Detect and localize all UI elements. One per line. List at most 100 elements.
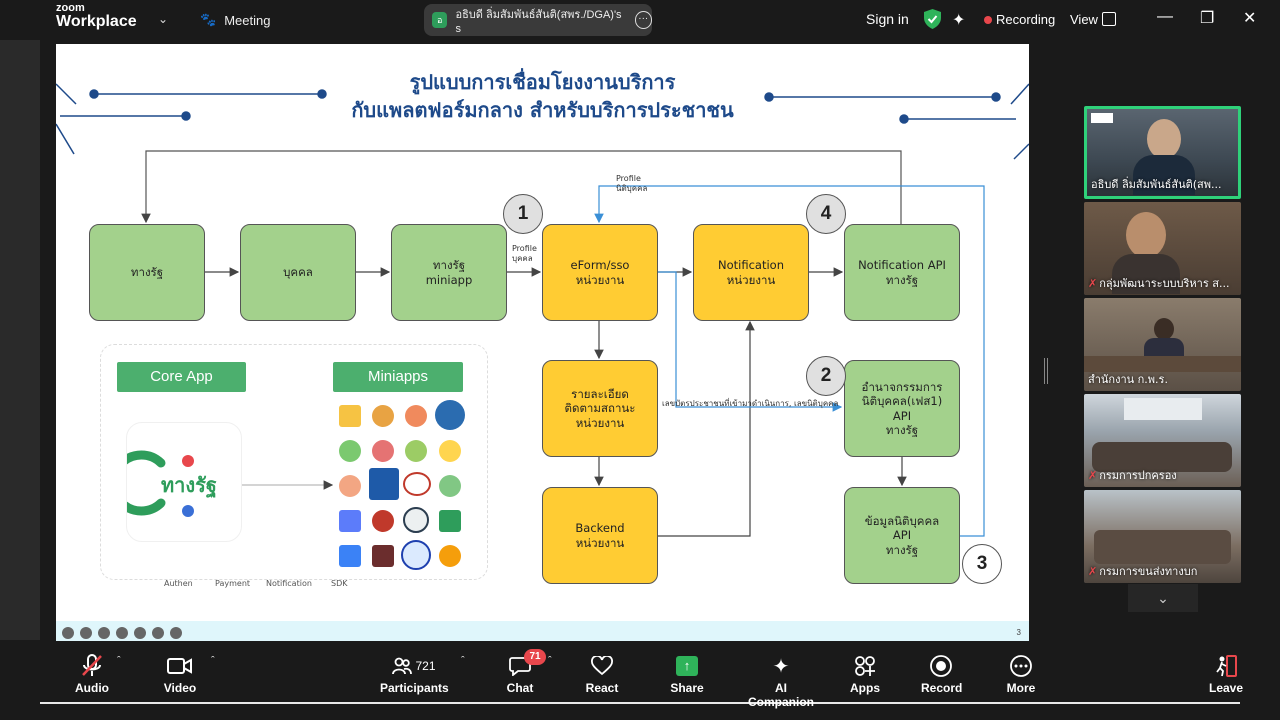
camera-icon[interactable]	[134, 627, 146, 639]
close-icon[interactable]: ✕	[1243, 10, 1257, 27]
audio-button[interactable]: Audio	[72, 651, 112, 695]
node-miniapp-label2: miniapp	[425, 272, 473, 287]
slide-navigation-tools[interactable]	[62, 627, 182, 639]
annotation-profile-mid-l1: Profile	[512, 244, 537, 253]
node-miniapp: ทางรัฐ miniapp	[391, 224, 507, 321]
node-bukkhon-label: บุคคล	[283, 265, 313, 280]
video-tile-1[interactable]: อธิบดี ลิ่มสัมพันธ์สันติ(สพ...	[1084, 106, 1241, 199]
node-eform-label2: หน่วยงาน	[575, 272, 625, 287]
meeting-toolbar: Audio ˆ Video ˆ 721 Participants ˆ Chat …	[0, 641, 1280, 720]
participants-options-caret[interactable]: ˆ	[461, 655, 465, 667]
view-grid-icon[interactable]	[1102, 12, 1116, 26]
view-button[interactable]: View	[1070, 12, 1098, 27]
more-options-icon[interactable]: ···	[634, 11, 652, 29]
node-bukkhon: บุคคล	[240, 224, 356, 321]
react-button[interactable]: React	[583, 651, 621, 695]
recording-dot-icon	[984, 16, 992, 24]
zoom-workplace-logo[interactable]: zoom Workplace	[56, 3, 137, 30]
tangrat-logo: ทางรัฐ	[108, 422, 242, 542]
leave-button[interactable]: Leave	[1208, 651, 1244, 695]
worker-icon	[339, 475, 361, 497]
more-button[interactable]: More	[1004, 651, 1038, 695]
minimize-icon[interactable]: —	[1157, 8, 1173, 25]
participant-name: อธิบดี ลิ่มสัมพันธ์สันติ(สพ...	[1091, 178, 1222, 191]
video-tile-3[interactable]: สำนักงาน ก.พ.ร.	[1084, 298, 1241, 391]
sun-icon	[439, 545, 461, 567]
step-number-1: 1	[503, 194, 543, 234]
chat-options-caret[interactable]: ˆ	[548, 655, 552, 667]
leave-icon	[1208, 651, 1244, 681]
video-feed	[1084, 202, 1241, 295]
participants-label: Participants	[380, 681, 449, 695]
node-authority-label4: ทางรัฐ	[885, 422, 919, 437]
meeting-menu[interactable]: 🐾 Meeting	[200, 12, 270, 28]
node-juristic-api: ข้อมูลนิติบุคคล API ทางรัฐ	[844, 487, 960, 584]
footer-label-payment: Payment	[215, 579, 251, 588]
annotation-profile-top-l1: Profile	[616, 174, 641, 183]
muted-mic-icon: ✗	[1088, 277, 1098, 290]
share-button[interactable]: ↑ Share	[669, 651, 705, 695]
node-detail-tracking: รายละเอียด ติดตามสถานะ หน่วยงาน	[542, 360, 658, 457]
helper-icon	[405, 405, 427, 427]
more-tools-icon[interactable]	[152, 627, 164, 639]
node-tangrat-label: ทางรัฐ	[130, 265, 164, 280]
video-tile-2[interactable]: ✗กลุ่มพัฒนาระบบบริหาร ส...	[1084, 202, 1241, 295]
video-feed	[1087, 109, 1238, 196]
step-number-3: 3	[962, 544, 1002, 584]
screen-share-title[interactable]: อ อธิบดี ลิ่มสัมพันธ์สันติ(สพร./DGA)'s s…	[424, 4, 652, 36]
brand-small: zoom	[56, 2, 85, 14]
panel-resize-handle[interactable]	[1044, 358, 1048, 384]
miniapps-tag: Miniapps	[333, 362, 463, 392]
apps-icon	[848, 651, 882, 681]
prev-slide-icon[interactable]	[62, 627, 74, 639]
node-notification: Notification หน่วยงาน	[693, 224, 809, 321]
chat-unread-badge: 71	[524, 649, 546, 665]
slide-title-line1: รูปแบบการเชื่อมโยงงานบริการ	[409, 70, 676, 94]
check-icon	[405, 440, 427, 462]
record-icon	[921, 651, 961, 681]
core-app-tag: Core App	[117, 362, 246, 392]
chevron-down-icon[interactable]: ⌄	[158, 12, 169, 26]
pen-icon[interactable]	[80, 627, 92, 639]
participants-icon: 721	[380, 651, 448, 681]
video-tile-4[interactable]: ✗กรมการปกครอง	[1084, 394, 1241, 487]
node-eform: eForm/sso หน่วยงาน	[542, 224, 658, 321]
zoom-icon[interactable]	[98, 627, 110, 639]
record-button[interactable]: Record	[921, 651, 962, 695]
node-notification-api: Notification API ทางรัฐ	[844, 224, 960, 321]
node-authority-label2: นิติบุคคล(เฟส1)	[861, 394, 943, 409]
participants-button[interactable]: 721 Participants	[380, 651, 449, 695]
ai-companion-icon: ✦	[772, 655, 790, 678]
node-detail-label3: หน่วยงาน	[575, 415, 625, 430]
recording-label: Recording	[996, 12, 1056, 27]
flag-icon	[339, 545, 361, 567]
core-app-panel	[100, 344, 488, 580]
sharer-avatar: อ	[432, 12, 448, 28]
document-icon	[339, 440, 361, 462]
sign-in-button[interactable]: Sign in	[866, 11, 909, 27]
heart-icon	[583, 651, 621, 681]
node-backend-label1: Backend	[575, 521, 625, 536]
video-button[interactable]: Video	[160, 651, 200, 695]
shared-slide[interactable]: รูปแบบการเชื่อมโยงงานบริการ กับแพลตฟอร์ม…	[56, 44, 1029, 641]
ai-sparkle-icon[interactable]: ✦	[952, 12, 966, 29]
apps-button[interactable]: Apps	[848, 651, 882, 695]
video-options-caret[interactable]: ˆ	[211, 655, 215, 667]
video-camera-icon	[160, 651, 200, 681]
next-slide-icon[interactable]	[170, 627, 182, 639]
video-feed	[1084, 490, 1241, 583]
shield-icon[interactable]	[924, 9, 941, 29]
annotation-profile-top-l2: นิติบุคคล	[616, 183, 648, 193]
footer-label-notification: Notification	[266, 579, 312, 588]
captions-icon[interactable]	[116, 627, 128, 639]
restore-icon[interactable]: ❐	[1200, 10, 1215, 27]
gallery-scroll-down-button[interactable]: ⌄	[1128, 584, 1198, 612]
audio-options-caret[interactable]: ˆ	[117, 655, 121, 667]
family-icon	[372, 405, 394, 427]
person-icon	[372, 440, 394, 462]
video-tile-5[interactable]: ✗กรมการขนส่งทางบก	[1084, 490, 1241, 583]
recording-indicator[interactable]: Recording	[984, 12, 1055, 27]
ai-companion-button[interactable]: ✦ AI Companion	[741, 651, 821, 710]
share-title-text: อธิบดี ลิ่มสัมพันธ์สันติ(สพร./DGA)'s s	[455, 9, 622, 35]
building-icon	[439, 475, 461, 497]
